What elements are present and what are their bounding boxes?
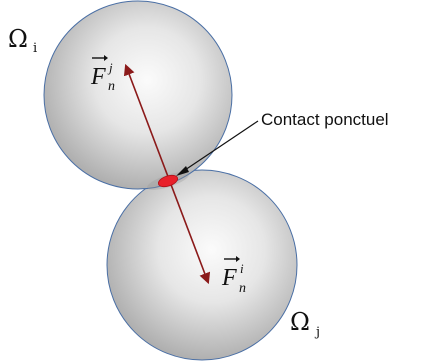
force-lower-base: F [221,265,237,291]
force-lower-subscript: n [239,281,246,296]
omega-i-symbol: Ω [8,25,28,53]
force-lower-superscript: i [240,261,244,276]
omega-i-label: Ω i [8,25,37,56]
force-upper-base: F [90,64,106,90]
force-upper-subscript: n [108,79,115,94]
omega-j-label: Ω j [290,308,320,340]
omega-j-symbol: Ω [290,308,310,336]
contact-label: Contact ponctuel [261,110,389,129]
sphere-omega-i [44,1,232,189]
omega-i-subscript: i [33,41,37,56]
omega-j-subscript: j [314,325,320,340]
